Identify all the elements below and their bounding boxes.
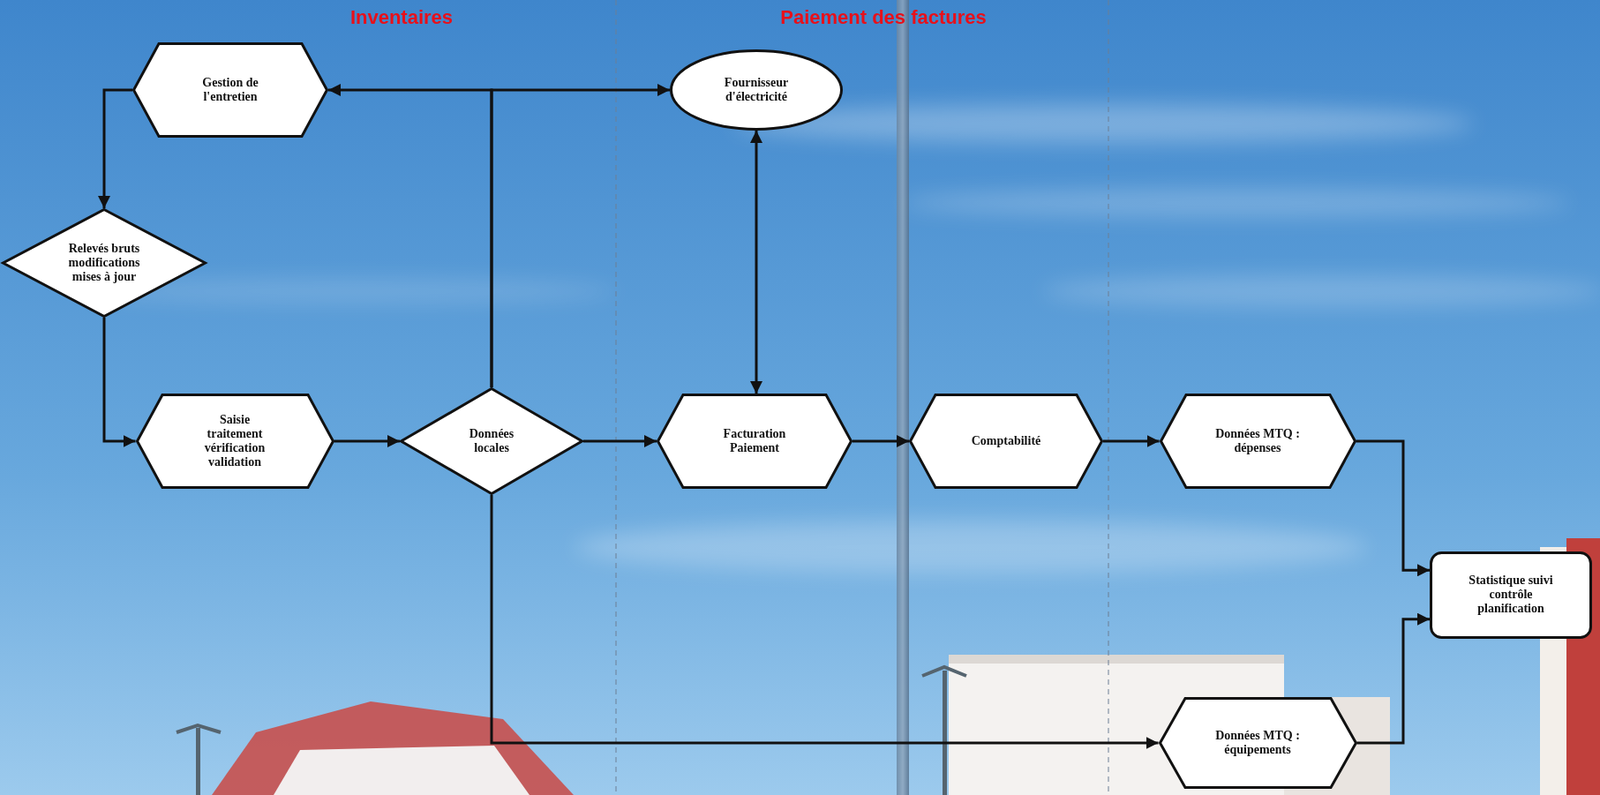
section-divider [1108, 0, 1110, 795]
node-text: Facturation Paiement [713, 427, 796, 456]
red-roof [211, 701, 574, 795]
lamp-post [942, 670, 947, 795]
data-diamond: Relevés bruts modifications mises à jour [1, 208, 207, 318]
node-text: Saisie traitement vérification validatio… [194, 413, 276, 470]
flow-arrow [104, 317, 136, 442]
section-heading: Inventaires [350, 6, 453, 30]
flow-arrow [334, 440, 401, 444]
lamp-head [176, 725, 221, 733]
node-text: Gestion de l'entretien [189, 75, 271, 105]
flow-arrow [1357, 619, 1431, 744]
process-box: Données MTQ : équipements [1158, 697, 1358, 789]
hexagon-outline [136, 395, 333, 489]
ellipse-outline [671, 51, 842, 130]
process-box: Données MTQ : dépenses [1159, 393, 1357, 489]
diamond-outline [3, 210, 206, 317]
hexagon-outline [1160, 395, 1355, 489]
node-text: Statistique suivi contrôle planification [1468, 573, 1554, 616]
flow-arrow [755, 130, 759, 394]
rounded-outline [1431, 552, 1592, 638]
output-box: Statistique suivi contrôle planification [1429, 551, 1593, 639]
flow-arrow [328, 90, 492, 388]
hexagon-outline [658, 395, 852, 489]
flow-arrow [583, 440, 657, 444]
process-box: Facturation Paiement [656, 393, 853, 489]
flow-arrow [1103, 440, 1160, 444]
flow-arrow [491, 495, 1159, 744]
flow-arrow [852, 440, 909, 444]
lamp-post [195, 728, 201, 795]
node-text: Données locales [459, 427, 524, 456]
node-text: Comptabilité [953, 434, 1060, 449]
hexagon-outline [910, 395, 1103, 489]
node-text: Fournisseur d'électricité [712, 75, 801, 105]
flow-arrow [491, 90, 670, 388]
process-box: Saisie traitement vérification validatio… [135, 393, 335, 489]
hexagon-outline [1159, 698, 1356, 789]
diamond-outline [401, 389, 583, 495]
data-diamond: Données locales [399, 387, 584, 496]
lamp-head [922, 667, 967, 677]
utility-pole [896, 0, 909, 795]
cloud [573, 520, 1368, 574]
cloud [732, 104, 1474, 143]
section-heading: Paiement des factures [780, 6, 987, 30]
flow-arrow [1356, 441, 1431, 571]
node-text: Données MTQ : dépenses [1205, 427, 1310, 456]
section-divider [615, 0, 617, 795]
process-box: Gestion de l'entretien [132, 42, 329, 138]
buildings [176, 538, 1600, 795]
process-box: Comptabilité [908, 393, 1104, 489]
node-text: Données MTQ : équipements [1205, 728, 1310, 758]
cloud [1041, 275, 1600, 308]
roof-edge [948, 654, 1285, 664]
hexagon-outline [134, 44, 328, 137]
flow-arrow [104, 90, 133, 209]
cloud-streaks [88, 104, 1600, 574]
node-text: Relevés bruts modifications mises à jour [58, 241, 151, 285]
cloud [900, 188, 1571, 218]
white-wall [273, 745, 530, 795]
external-entity: Fournisseur d'électricité [669, 49, 843, 131]
